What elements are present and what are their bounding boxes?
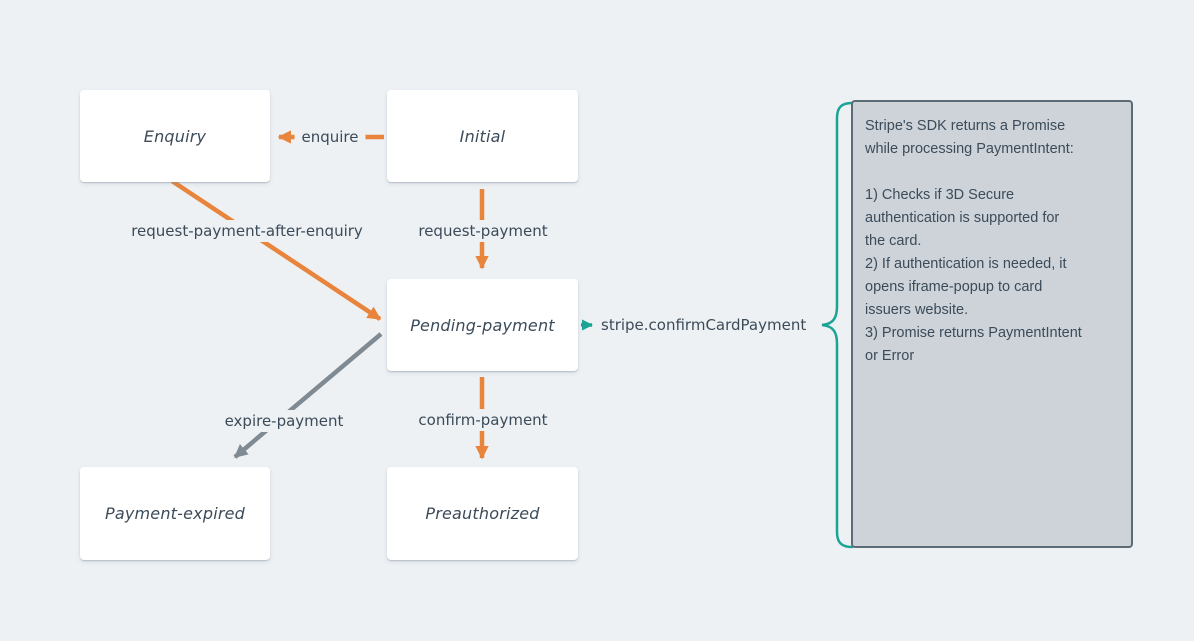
- note-line: 2) If authentication is needed, it: [865, 256, 1067, 272]
- note-line: or Error: [865, 348, 915, 364]
- note-line: while processing PaymentIntent:: [865, 141, 1074, 157]
- arrow-request-payment-after-enquiry: [170, 179, 382, 321]
- sdk-call-label: stripe.confirmCardPayment: [601, 316, 807, 334]
- edge-label-request-payment: request-payment: [411, 220, 555, 242]
- edge-label-enquire: enquire: [294, 126, 366, 148]
- node-preauthorized: Preauthorized: [387, 467, 578, 560]
- sdk-note-panel: Stripe's SDK returns a Promise while proc…: [851, 100, 1133, 548]
- node-enquiry: Enquiry: [80, 90, 270, 182]
- edge-label-expire-payment: expire-payment: [217, 410, 351, 432]
- arrow-expire-payment: [233, 332, 383, 459]
- edge-label-confirm-payment: confirm-payment: [411, 409, 555, 431]
- node-payment-expired: Payment-expired: [80, 467, 270, 560]
- node-initial: Initial: [387, 90, 578, 182]
- sdk-note-text: Stripe's SDK returns a Promise while proc…: [865, 115, 1121, 368]
- note-line: 3) Promise returns PaymentIntent: [865, 325, 1082, 341]
- node-pending-payment: Pending-payment: [387, 279, 578, 371]
- note-line: issuers website.: [865, 302, 969, 318]
- note-brace: [821, 101, 854, 549]
- note-line: the card.: [865, 233, 922, 249]
- note-line: Stripe's SDK returns a Promise: [865, 118, 1066, 134]
- note-line: authentication is supported for: [865, 210, 1060, 226]
- note-line: 1) Checks if 3D Secure: [865, 187, 1015, 203]
- edge-label-request-payment-after-enquiry: request-payment-after-enquiry: [124, 220, 370, 242]
- note-line: opens iframe-popup to card: [865, 279, 1043, 295]
- note-line: [865, 161, 1121, 184]
